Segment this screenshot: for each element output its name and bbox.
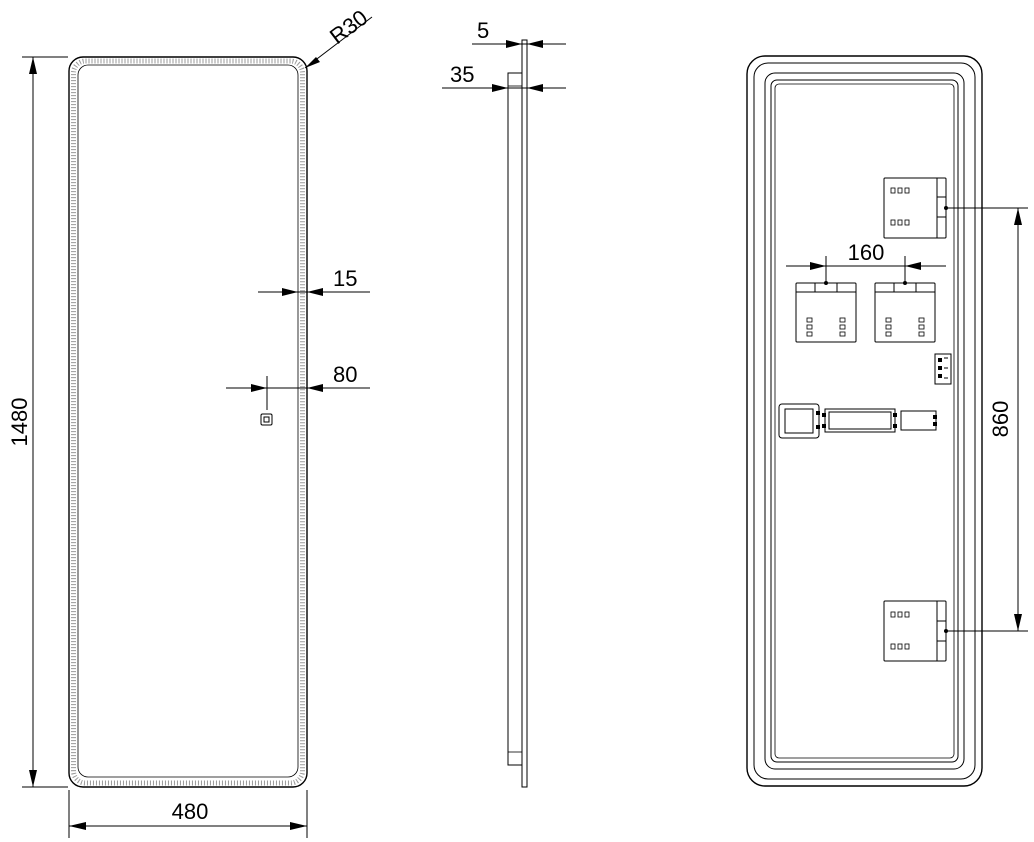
radius-arrow: [305, 57, 320, 68]
back-rim-1: [753, 62, 976, 780]
mirror-outline: [68, 56, 308, 788]
side-frame: [507, 72, 523, 766]
back-outline: [746, 55, 983, 787]
mounting-spacing-label: 860: [988, 401, 1013, 438]
junction-box: [900, 410, 937, 431]
led-driver: [822, 408, 897, 433]
height-label: 1480: [7, 398, 32, 447]
socket-module: [934, 353, 952, 385]
depth-label: 35: [450, 62, 474, 87]
touch-switch-icon: [260, 413, 273, 426]
switch-box: [778, 403, 820, 439]
side-view: 5 35: [442, 18, 566, 788]
mounting-plate-bottom: [883, 600, 948, 662]
back-view: 160 860: [746, 55, 1028, 787]
back-rim-2: [764, 72, 965, 770]
mounting-plate-top: [883, 177, 948, 239]
bracket-spacing-label: 160: [848, 240, 885, 265]
front-view: R30 15 80 1480 480: [7, 5, 373, 838]
radius-label: R30: [325, 5, 372, 49]
bracket-right: [874, 281, 936, 343]
glass-thickness-label: 5: [477, 18, 489, 43]
bracket-left: [795, 281, 857, 343]
back-panel: [770, 79, 959, 763]
mirror-inner-edge: [77, 64, 299, 778]
width-label: 480: [172, 799, 209, 824]
switch-offset-label: 80: [333, 362, 357, 387]
side-glass: [521, 39, 528, 788]
led-width-label: 15: [333, 266, 357, 291]
led-strip: [71, 58, 305, 786]
